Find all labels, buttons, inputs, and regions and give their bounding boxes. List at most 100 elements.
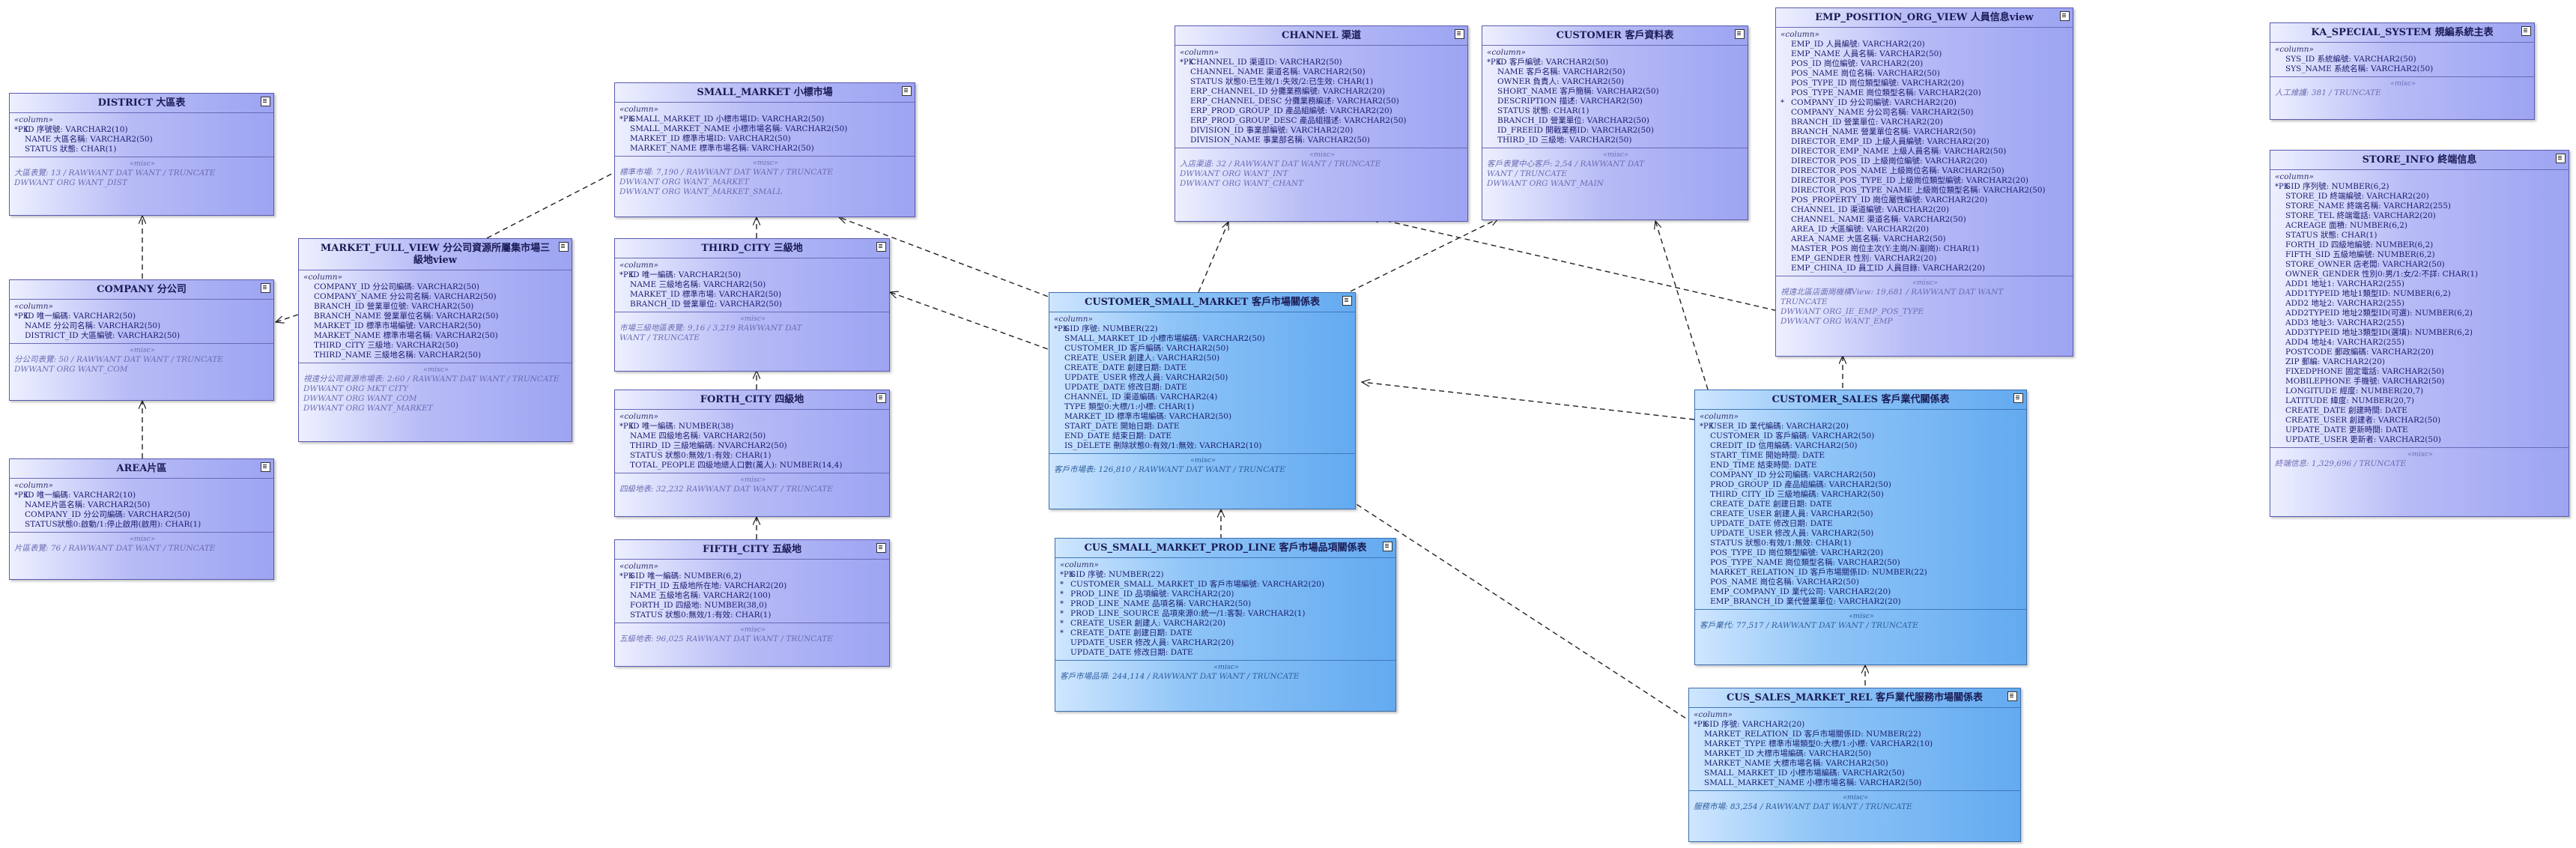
entity-fields: «column»*PKSID 序號: VARCHAR2(20)MARKET_RE…: [1689, 708, 2020, 791]
entity-menu-icon[interactable]: [1383, 542, 1392, 551]
field-text: SID 序號: NUMBER(22): [1064, 324, 1158, 333]
field-text: UPDATE_USER 更新者: VARCHAR2(50): [2285, 435, 2441, 444]
field-row: EMP_CHINA_ID 員工ID 人員目錄: VARCHAR2(20): [1781, 264, 2070, 273]
field-key-marker: *: [1060, 581, 1064, 589]
entity-area[interactable]: AREA片區«column»*PKID 唯一編碼: VARCHAR2(10)NA…: [9, 458, 274, 580]
meta-line: DWWANT ORG WANT_MARKET: [619, 178, 749, 187]
entity-cus-sales-market-rel[interactable]: CUS_SALES_MARKET_REL 客戶業代服務市場關係表«column»…: [1688, 688, 2021, 842]
entity-menu-icon[interactable]: [2556, 154, 2566, 163]
field-row: FIXEDPHONE 固定電話: VARCHAR2(50): [2275, 367, 2566, 377]
entity-fifth-city[interactable]: FIFTH_CITY 五級地«column»*PKSID 唯一編碼: NUMBE…: [614, 539, 890, 667]
entity-third-city[interactable]: THIRD_CITY 三級地«column»*PKID 唯一編碼: VARCHA…: [614, 238, 890, 372]
entity-menu-icon[interactable]: [261, 462, 270, 472]
entity-menu-icon[interactable]: [261, 97, 270, 106]
misc-stereotype: «misc»: [740, 626, 766, 634]
field-text: CREATE_DATE 創建時間: DATE: [2285, 406, 2407, 415]
entity-emp-position-org-view[interactable]: EMP_POSITION_ORG_VIEW 人員信息view«column»EM…: [1775, 7, 2073, 357]
field-text: ADD2 地址2: VARCHAR2(255): [2285, 299, 2404, 308]
meta-line: 客戶業代: 77,517 / RAWWANT DAT WANT / TRUNCA…: [1700, 621, 1918, 630]
field-text: CHANNEL_ID 渠道ID: VARCHAR2(50): [1190, 58, 1342, 67]
entity-menu-icon[interactable]: [1342, 296, 1352, 306]
entity-menu-icon[interactable]: [876, 242, 886, 252]
entity-meta: «misc»四級地表: 32,232 RAWWANT DAT WANT / TR…: [615, 473, 889, 497]
entity-menu-icon[interactable]: [1735, 29, 1745, 39]
field-row: AREA_ID 大區編號: VARCHAR2(20): [1781, 225, 2070, 234]
field-row: *PKID 唯一編碼: VARCHAR2(50): [619, 270, 886, 280]
field-row: IS_DELETE 刪除狀態0:有效/1:無效: VARCHAR2(10): [1054, 441, 1352, 451]
field-text: PROD_LINE_SOURCE 品項來源0:統一/1:客製: VARCHAR2…: [1070, 609, 1306, 618]
entity-menu-icon[interactable]: [261, 283, 270, 293]
field-text: EMP_COMPANY_ID 業代公司: VARCHAR2(20): [1710, 587, 1891, 596]
misc-stereotype: «misc»: [1843, 793, 1868, 802]
field-row: UPDATE_USER 修改人員: VARCHAR2(50): [1700, 529, 2023, 539]
entity-forth-city[interactable]: FORTH_CITY 四級地«column»*PKID 唯一編碼: NUMBER…: [614, 390, 890, 517]
entity-channel[interactable]: CHANNEL 渠道«column»*PKCHANNEL_ID 渠道ID: VA…: [1175, 25, 1468, 222]
field-key-marker: *PK: [619, 271, 634, 279]
field-row: CREATE_DATE 創建時間: DATE: [2275, 406, 2566, 416]
field-text: NAME 分公司名稱: VARCHAR2(50): [25, 321, 161, 330]
entity-customer-sales[interactable]: CUSTOMER_SALES 客戶業代關係表«column»*PKUSER_ID…: [1694, 390, 2027, 665]
field-text: THIRD_CITY_ID 三級地編碼: VARCHAR2(50): [1710, 490, 1884, 499]
entity-menu-icon[interactable]: [2007, 691, 2017, 701]
field-row: MARKET_NAME 標準市場名稱: VARCHAR2(50): [303, 331, 569, 341]
entity-company[interactable]: COMPANY 分公司«column»*PKID 唯一編碼: VARCHAR2(…: [9, 279, 274, 401]
field-row: *PROD_LINE_SOURCE 品項來源0:統一/1:客製: VARCHAR…: [1060, 609, 1392, 619]
field-row: SMALL_MARKET_ID 小標市場編碼: VARCHAR2(50): [1694, 769, 2017, 778]
field-row: SHORT_NAME 客戶簡稱: VARCHAR2(50): [1487, 87, 1745, 97]
field-text: ACREAGE 面積: NUMBER(6,2): [2285, 221, 2408, 230]
field-row: ADD3TYPEID 地址3類型ID(選填): NUMBER(6,2): [2275, 328, 2566, 338]
entity-customer[interactable]: CUSTOMER 客戶資料表«column»*PKID 客戶編號: VARCHA…: [1482, 25, 1748, 220]
entity-fields: «column»*PKSID 唯一編碼: NUMBER(6,2)FIFTH_ID…: [615, 560, 889, 623]
entity-menu-icon[interactable]: [902, 86, 912, 96]
field-row: BRANCH_NAME 營業單位名稱: VARCHAR2(50): [1781, 127, 2070, 137]
meta-line: 客戶表覽中心客戶: 2,54 / RAWWANT DAT: [1487, 160, 1645, 169]
entity-menu-icon[interactable]: [876, 393, 886, 403]
entity-menu-icon[interactable]: [559, 242, 569, 252]
field-text: STORE_OWNER 店老闆: VARCHAR2(50): [2285, 260, 2445, 269]
field-row: BRANCH_ID 營業單位: VARCHAR2(20): [1781, 118, 2070, 127]
field-text: MARKET_NAME 標準市場名稱: VARCHAR2(50): [630, 144, 814, 153]
field-text: CHANNEL_NAME 渠道名稱: VARCHAR2(50): [1190, 67, 1366, 76]
field-text: ADD1TYPEID 地址1類型ID: NUMBER(6,2): [2285, 289, 2451, 298]
entity-customer-small-market[interactable]: CUSTOMER_SMALL_MARKET 客戶市場關係表«column»*PK…: [1049, 292, 1356, 509]
field-row: *PKSID 唯一編碼: NUMBER(6,2): [619, 572, 886, 581]
field-row: POS_TYPE_NAME 崗位類型名稱: VARCHAR2(20): [1781, 88, 2070, 98]
entity-menu-icon[interactable]: [2521, 26, 2531, 36]
entity-ka-special-system[interactable]: KA_SPECIAL_SYSTEM 規編系統主表«column»SYS_ID 系…: [2270, 22, 2535, 120]
field-text: THIRD_ID 三級地編碼: NVARCHAR2(50): [630, 441, 787, 450]
entity-market-full-view[interactable]: MARKET_FULL_VIEW 分公司資源所屬集市場三級地view«colum…: [298, 238, 572, 442]
entity-menu-icon[interactable]: [876, 543, 886, 553]
field-text: BRANCH_ID 營業單位: VARCHAR2(50): [630, 300, 782, 309]
field-text: NAME 客戶名稱: VARCHAR2(50): [1497, 67, 1625, 76]
field-text: COMPANY_ID 分公司編號: VARCHAR2(20): [1791, 98, 1957, 107]
field-text: SYS_NAME 系統名稱: VARCHAR2(50): [2285, 64, 2434, 73]
entity-store-info[interactable]: STORE_INFO 終端信息«column»*PKSID 序列號: NUMBE…: [2270, 150, 2569, 517]
field-row: EMP_GENDER 性別: VARCHAR2(20): [1781, 254, 2070, 264]
field-text: DIRECTOR_POS_ID 上級崗位編號: VARCHAR2(20): [1791, 157, 1988, 166]
entity-menu-icon[interactable]: [2013, 393, 2023, 403]
entity-cus-small-market-prod-line[interactable]: CUS_SMALL_MARKET_PROD_LINE 客戶市場品項關係表«col…: [1055, 538, 1396, 712]
field-text: THIRD_CITY 三級地: VARCHAR2(50): [314, 341, 458, 350]
field-text: DIRECTOR_POS_NAME 上級崗位名稱: VARCHAR2(50): [1791, 166, 2004, 175]
field-text: ID 唯一編碼: VARCHAR2(50): [25, 312, 136, 321]
entity-small-market[interactable]: SMALL_MARKET 小標市場«column»*PKSMALL_MARKET…: [614, 82, 915, 217]
field-row: *PKID 唯一編碼: NUMBER(38): [619, 422, 886, 431]
field-text: EMP_ID 人員編號: VARCHAR2(20): [1791, 40, 1925, 49]
field-row: MARKET_ID 標準市場: VARCHAR2(50): [619, 290, 886, 300]
field-row: UPDATE_USER 更新者: VARCHAR2(50): [2275, 435, 2566, 445]
field-text: END_TIME 結束時間: DATE: [1710, 461, 1817, 470]
entity-district[interactable]: DISTRICT 大區表«column»*PKID 序號號: VARCHAR2(…: [9, 93, 274, 216]
field-text: POS_TYPE_ID 崗位類型編號: VARCHAR2(20): [1710, 548, 1884, 557]
meta-line: 客戶市場品項: 244,114 / RAWWANT DAT WANT / TRU…: [1060, 672, 1300, 681]
field-text: CREDIT_ID 信用編碼: VARCHAR2(50): [1710, 441, 1858, 450]
field-text: DIRECTOR_POS_TYPE_NAME 上級崗位類型名稱: VARCHAR…: [1791, 186, 2046, 195]
column-stereotype: «column»: [2275, 172, 2314, 181]
field-text: ERP_CHANNEL_DESC 分攤業務編述: VARCHAR2(50): [1190, 97, 1399, 106]
entity-menu-icon[interactable]: [1455, 29, 1464, 39]
field-text: MARKET_ID 標準市場: VARCHAR2(50): [630, 290, 782, 299]
field-text: DIVISION_ID 事業部編號: VARCHAR2(20): [1190, 126, 1354, 135]
entity-meta: «misc»入店渠道: 32 / RAWWANT DAT WANT / TRUN…: [1175, 148, 1467, 192]
entity-menu-icon[interactable]: [2060, 11, 2070, 21]
field-text: FIFTH_SID 五級地編號: NUMBER(6,2): [2285, 250, 2435, 259]
column-stereotype: «column»: [1694, 710, 1733, 719]
